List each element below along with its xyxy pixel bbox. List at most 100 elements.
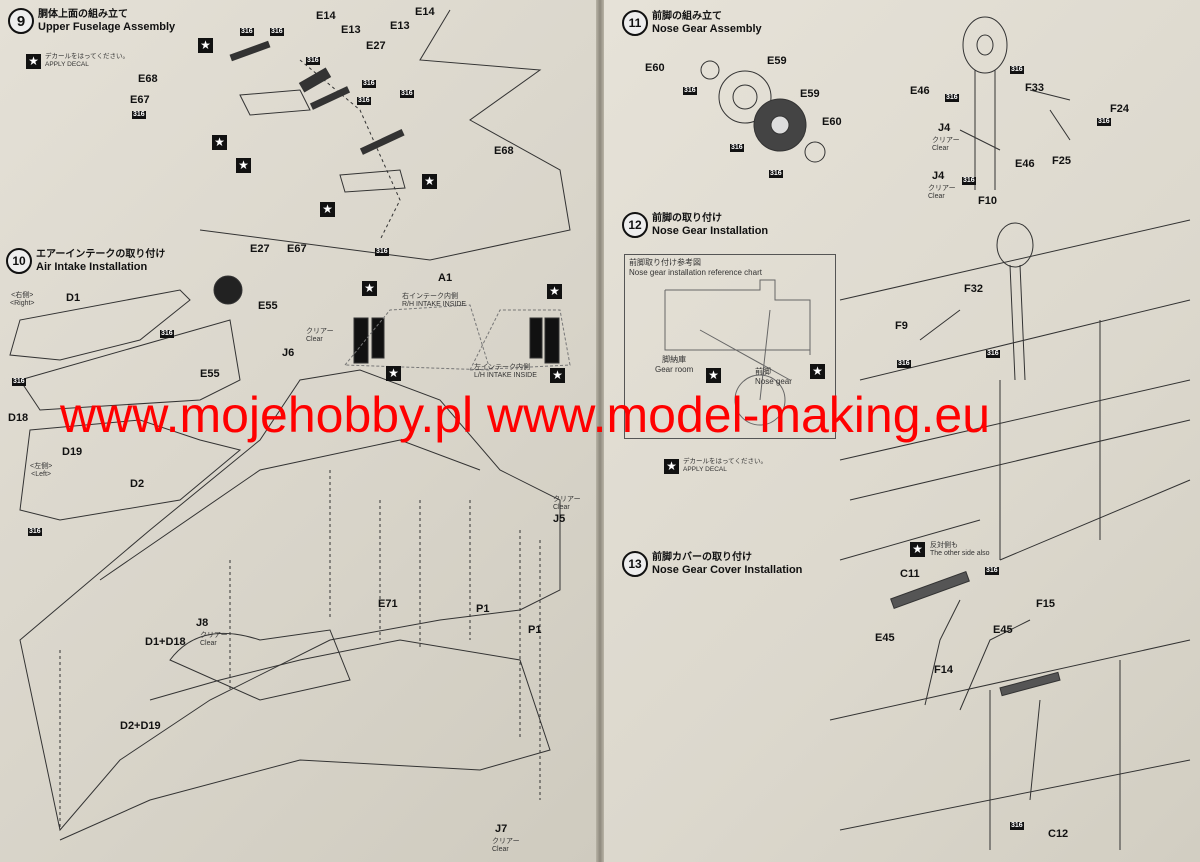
part-label: C11 [900,568,920,580]
part-label: J7 [495,823,508,835]
star-decal-icon: ★ [26,53,41,69]
part-label: F9 [895,320,908,332]
part-label: F25 [1052,155,1071,167]
right-side-label: <右側><Right> [10,292,35,307]
star-decal-icon: ★ [550,368,565,383]
part-label: J4 [938,122,951,134]
step-title-jp: 胴体上面の組み立て [38,9,128,20]
part-label: D18 [8,412,29,424]
step-title-jp: 前脚カバーの取り付け [652,552,752,563]
part-label: E55 [258,300,278,312]
paint-code-tag: 316 [375,248,389,256]
part-label: E55 [200,368,220,380]
part-label: E14 [316,10,336,22]
part-label: F14 [934,664,953,676]
step-number: 12 [622,212,648,238]
part-label: E59 [800,88,820,100]
part-label: E27 [250,243,270,255]
paint-code-tag: 316 [357,97,371,105]
part-label: E67 [130,94,150,106]
part-label: E71 [378,598,398,610]
part-label: E45 [875,632,895,644]
part-label: E60 [822,116,842,128]
paint-code-tag: 316 [240,28,254,36]
step-title-en: Nose Gear Installation [652,225,769,237]
step-title-en: Upper Fuselage Assembly [38,21,176,33]
step-title-jp: エアーインテークの取り付け [36,249,166,260]
star-decal-icon: ★ [320,202,335,217]
step-number: 10 [6,248,32,274]
paint-code-tag: 316 [132,111,146,119]
decal-note-en: APPLY DECAL [45,61,89,68]
paint-code-tag: 316 [985,567,999,575]
part-label: F24 [1110,103,1129,115]
step-number: 13 [622,551,648,577]
part-label: E27 [366,40,386,52]
part-label: A1 [438,272,453,284]
part-label: C12 [1048,828,1069,840]
decal-note-en: APPLY DECAL [683,466,727,473]
part-label: E46 [1015,158,1035,170]
paint-code-tag: 316 [769,170,783,178]
star-decal-icon: ★ [386,366,401,381]
left-page [0,0,596,862]
part-label: F32 [964,283,983,295]
part-label: E13 [341,24,361,36]
paint-code-tag: 316 [1010,66,1024,74]
apply-decal-note: ★ デカールをはってください。APPLY DECAL [664,458,767,474]
step-title-en: Nose Gear Cover Installation [652,564,803,576]
star-decal-icon: ★ [362,281,377,296]
paint-code-tag: 316 [986,350,1000,358]
watermark: www.mojehobby.pl www.model-making.eu [60,387,991,443]
part-label: D2 [130,478,145,490]
paint-code-tag: 316 [160,330,174,338]
part-label: E68 [494,145,514,157]
paint-code-tag: 316 [28,528,42,536]
apply-decal-note: ★ デカールをはってください。APPLY DECAL [26,53,129,69]
paint-code-tag: 316 [362,80,376,88]
star-decal-icon: ★ [547,284,562,299]
step-number: 11 [622,10,648,36]
part-label: D1 [66,292,81,304]
decal-note-jp: デカールをはってください。 [45,53,129,60]
star-decal-icon: ★ [810,364,825,379]
step-title-jp: 前脚の取り付け [652,213,722,224]
star-decal-icon: ★ [198,38,213,53]
paint-code-tag: 316 [730,144,744,152]
star-decal-icon: ★ [422,174,437,189]
step-title-en: Air Intake Installation [36,261,148,273]
paint-code-tag: 316 [1010,822,1024,830]
part-label: F33 [1025,82,1044,94]
star-decal-icon: ★ [664,458,679,474]
left-side-label: <左側><Left> [30,463,53,478]
part-label: E67 [287,243,307,255]
part-label: E14 [415,6,435,18]
part-label: J4 [932,170,945,182]
paint-code-tag: 316 [1097,118,1111,126]
part-label: P1 [476,603,490,615]
step-number: 9 [8,8,34,34]
paint-code-tag: 316 [683,87,697,95]
part-label: D2+D19 [120,720,161,732]
part-label: J8 [196,617,209,629]
part-label: J6 [282,347,295,359]
star-decal-icon: ★ [212,135,227,150]
part-label: E46 [910,85,930,97]
part-label: F10 [978,195,997,207]
paint-code-tag: 316 [400,90,414,98]
paint-code-tag: 316 [12,378,26,386]
